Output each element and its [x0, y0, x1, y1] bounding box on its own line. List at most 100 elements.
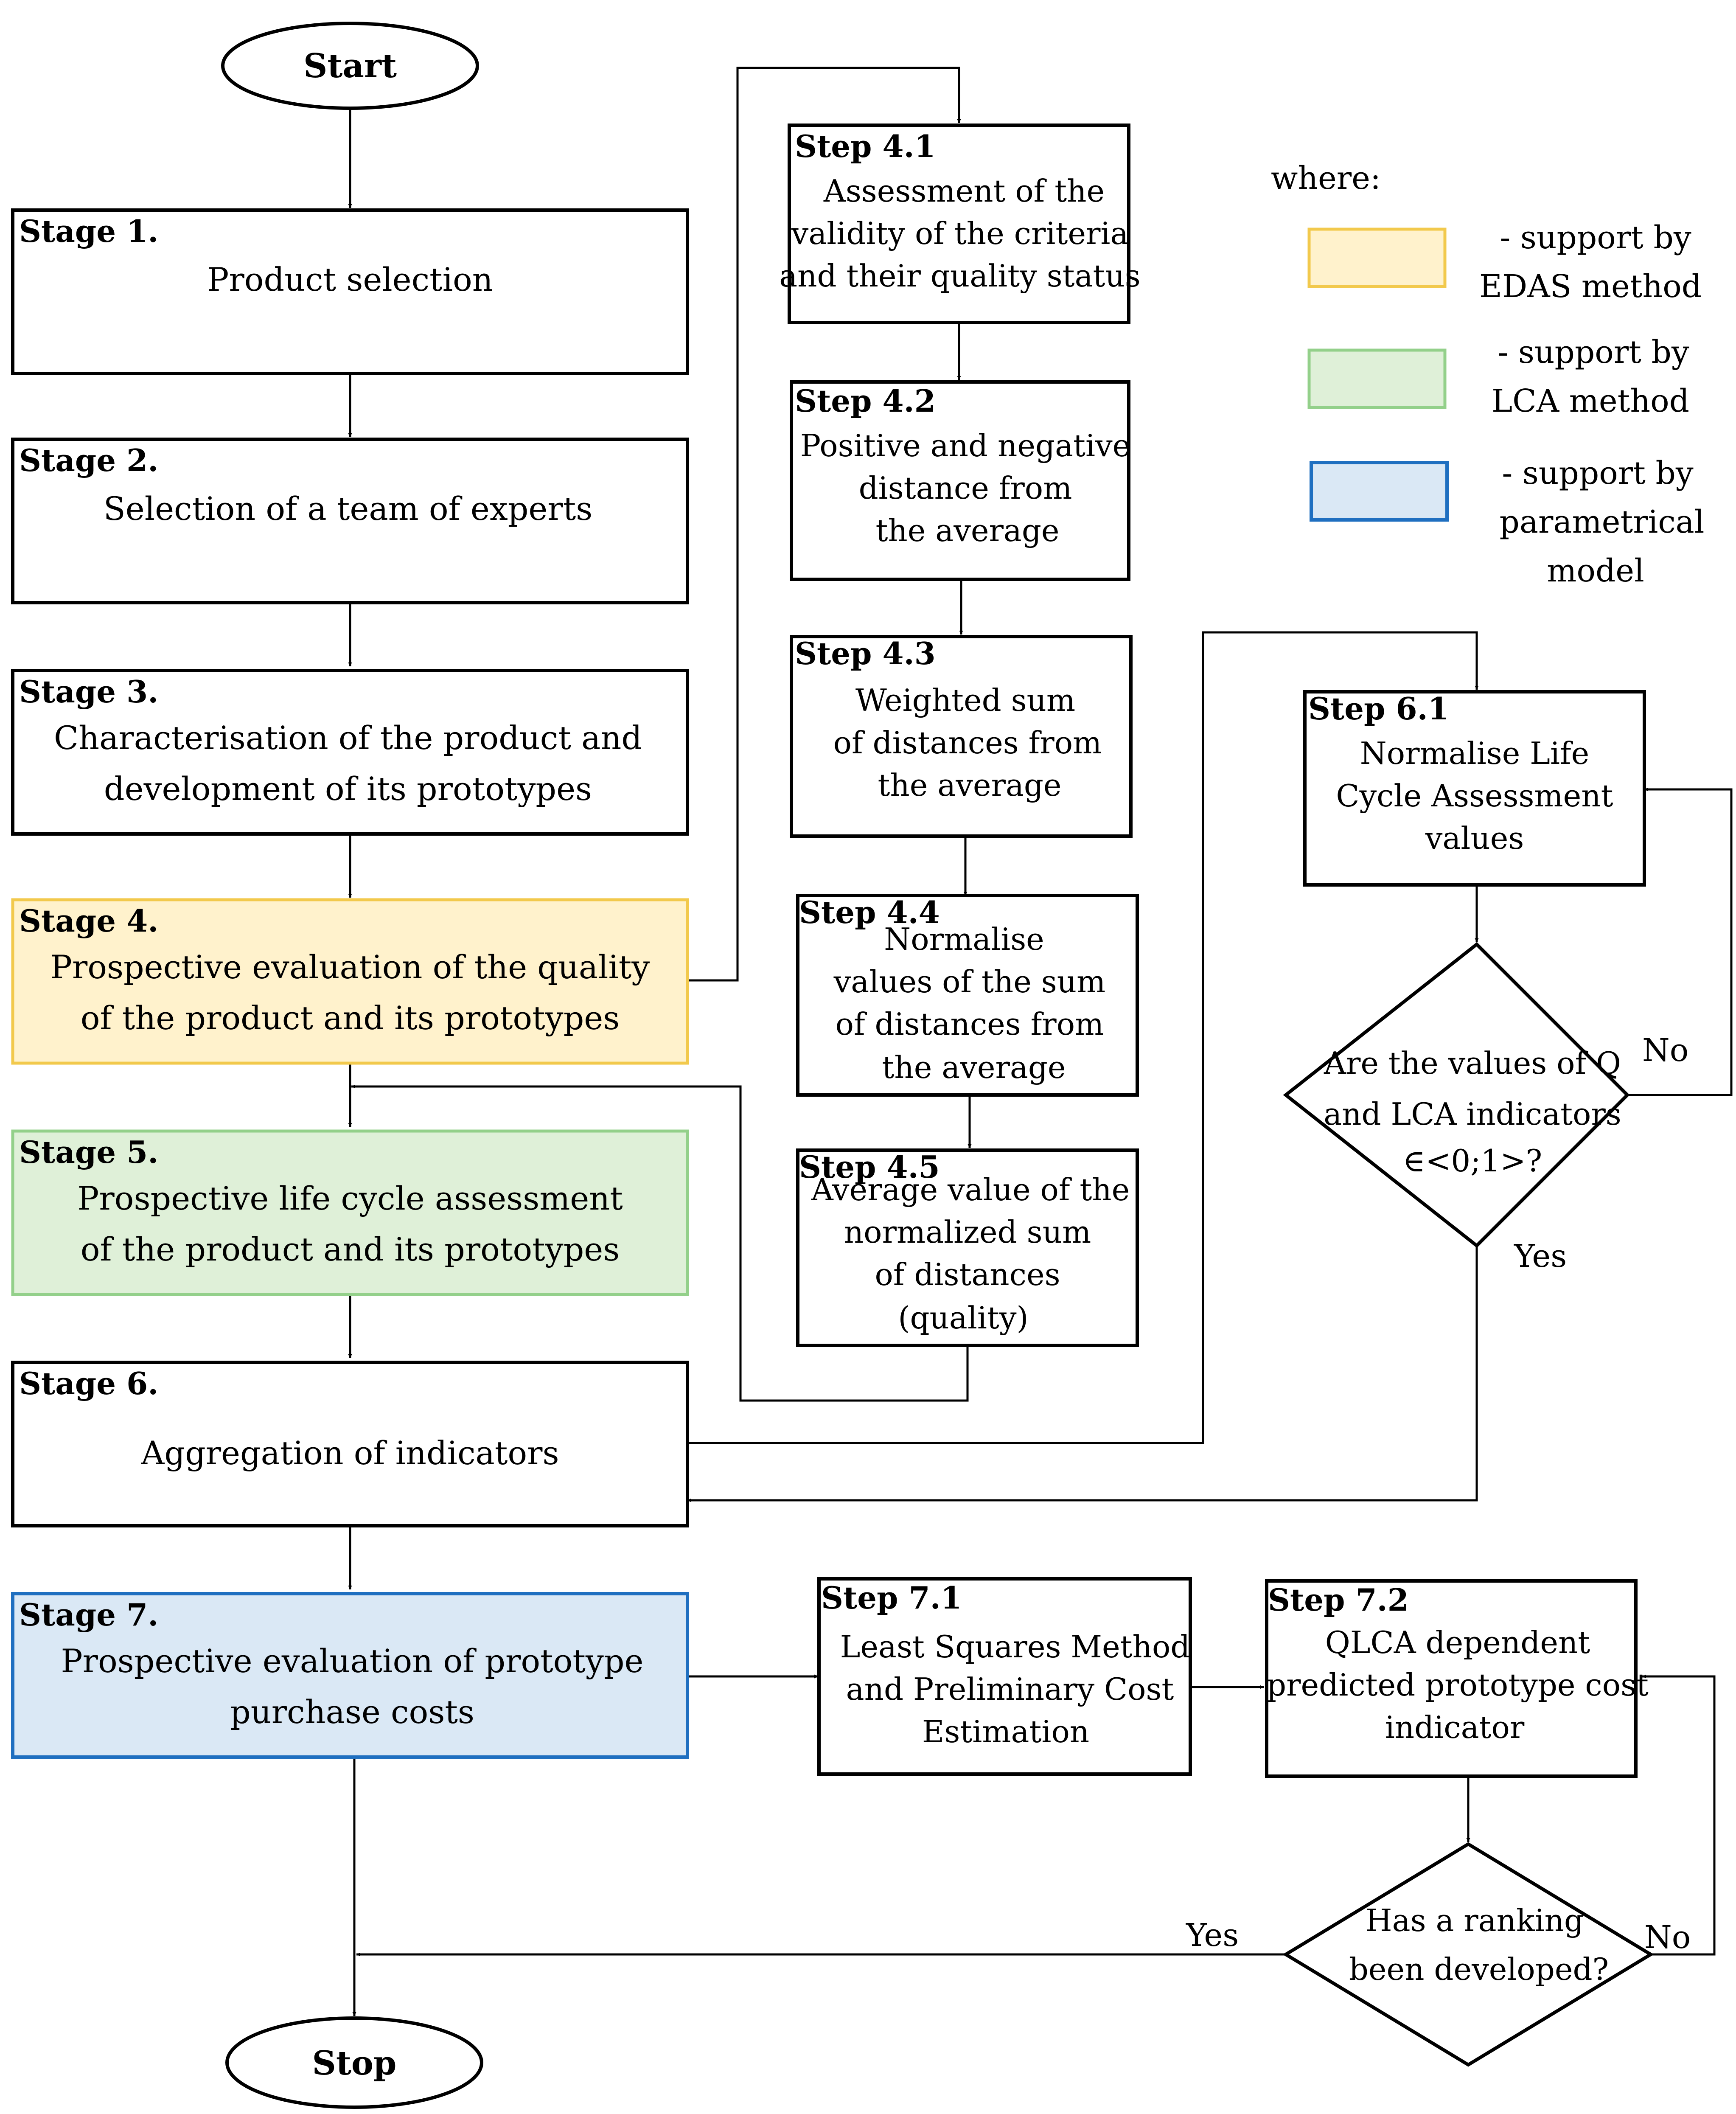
- step-4-2-title: Step 4.2: [795, 383, 936, 419]
- legend-param-line-1: - support by: [1502, 455, 1693, 491]
- step-4-4-line-3: of distances from: [836, 1006, 1104, 1042]
- arrow-decision1-no: [1627, 787, 1733, 1096]
- stage-5-text-line-2: of the product and its prototypes: [81, 1230, 620, 1268]
- legend-swatch-lca: [1307, 348, 1447, 409]
- stage-3-text-line-1: Characterisation of the product and: [54, 719, 642, 757]
- stage-7-text-line-1: Prospective evaluation of prototype: [61, 1642, 643, 1680]
- decision-values-range: Are the values of Q and LCA indicators ∈…: [1283, 942, 1630, 1248]
- legend-title: where:: [1271, 160, 1381, 197]
- start-terminal: Start: [221, 22, 479, 110]
- step-7-2-line-1: QLCA dependent: [1325, 1625, 1590, 1660]
- stage-1-text: Product selection: [207, 261, 493, 298]
- step-4-3-line-3: the average: [878, 767, 1061, 803]
- step-4-1-line-1: Assessment of the: [823, 173, 1105, 209]
- legend-edas-line-1: - support by: [1500, 219, 1691, 256]
- step-4-3-line-1: Weighted sum: [855, 682, 1075, 718]
- stage-4-text-line-1: Prospective evaluation of the quality: [50, 948, 650, 986]
- step-4-4-line-4: the average: [882, 1050, 1066, 1085]
- stage-4-title: Stage 4.: [19, 903, 158, 939]
- step-4-4-line-2: values of the sum: [833, 964, 1106, 999]
- step-4-5: Step 4.5 Average value of the normalized…: [796, 1148, 1139, 1347]
- step-7-1: Step 7.1 Least Squares Method and Prelim…: [817, 1577, 1192, 1776]
- legend-param-line-2: parametrical: [1500, 504, 1705, 540]
- step-7-1-title: Step 7.1: [821, 1580, 962, 1616]
- step-7-2-title: Step 7.2: [1268, 1582, 1409, 1618]
- stage-5: Stage 5. Prospective life cycle assessme…: [11, 1129, 689, 1296]
- stop-terminal: Stop: [225, 2016, 483, 2109]
- step-7-2-line-2: predicted prototype cost: [1267, 1667, 1649, 1703]
- stage-3: Stage 3. Characterisation of the product…: [11, 669, 689, 836]
- stop-label: Stop: [312, 2044, 397, 2083]
- step-7-1-line-1: Least Squares Method: [840, 1629, 1190, 1665]
- stage-7: Stage 7. Prospective evaluation of proto…: [11, 1592, 689, 1759]
- step-4-4: Step 4.4 Normalise values of the sum of …: [796, 894, 1139, 1097]
- step-4-1-line-3: and their quality status: [779, 258, 1141, 294]
- legend-edas-line-2: EDAS method: [1479, 268, 1702, 305]
- stage-5-title: Stage 5.: [19, 1134, 158, 1170]
- step-7-1-line-3: Estimation: [922, 1714, 1089, 1749]
- stage-6-text: Aggregation of indicators: [141, 1434, 559, 1472]
- step-4-1-line-2: validity of the criteria: [791, 216, 1129, 251]
- stage-1: Stage 1. Product selection: [11, 208, 689, 375]
- step-4-1-title: Step 4.1: [795, 128, 936, 164]
- step-4-5-line-1: Average value of the: [811, 1172, 1130, 1207]
- step-6-1-title: Step 6.1: [1308, 691, 1449, 727]
- step-4-5-line-4: (quality): [898, 1300, 1028, 1336]
- decision-1-no-label: No: [1642, 1032, 1688, 1069]
- step-6-1-line-1: Normalise Life: [1360, 736, 1590, 771]
- connectors: [348, 67, 1733, 2016]
- step-4-3-line-2: of distances from: [833, 725, 1102, 761]
- decision-1-line-1: Are the values of Q: [1324, 1045, 1621, 1081]
- legend: where: - support by EDAS method - suppor…: [1271, 160, 1704, 589]
- arrow-decision1-yes: [687, 1246, 1478, 1502]
- decision-2-line-1: Has a ranking: [1366, 1903, 1584, 1938]
- stage-2-text: Selection of a team of experts: [104, 490, 593, 528]
- stage-4: Stage 4. Prospective evaluation of the q…: [11, 898, 689, 1065]
- arrow-stage4-step41: [687, 67, 961, 982]
- start-label: Start: [303, 47, 397, 85]
- step-4-2-line-2: distance from: [859, 470, 1072, 506]
- step-4-4-line-1: Normalise: [884, 921, 1044, 957]
- step-6-1-line-3: values: [1425, 820, 1524, 856]
- decision-2-no-label: No: [1644, 1919, 1691, 1956]
- stage-2-title: Stage 2.: [19, 442, 158, 478]
- stage-3-text-line-2: development of its prototypes: [104, 770, 592, 808]
- step-4-2-line-1: Positive and negative: [800, 428, 1131, 463]
- decision-1-line-3: ∈<0;1>?: [1403, 1143, 1542, 1179]
- arrow-stage6-step61: [687, 631, 1479, 1444]
- stage-7-text-line-2: purchase costs: [230, 1693, 474, 1731]
- step-7-2-line-3: indicator: [1385, 1710, 1525, 1745]
- decision-2-yes-label: Yes: [1186, 1917, 1239, 1954]
- step-4-5-line-3: of distances: [875, 1257, 1060, 1292]
- stage-6-title: Stage 6.: [19, 1365, 158, 1401]
- step-7-1-line-2: and Preliminary Cost: [846, 1671, 1174, 1707]
- step-6-1: Step 6.1 Normalise Life Cycle Assessment…: [1303, 690, 1646, 887]
- stage-4-text-line-2: of the product and its prototypes: [81, 999, 620, 1037]
- step-4-1: Step 4.1 Assessment of the validity of t…: [779, 124, 1141, 324]
- step-4-5-title: Step 4.5: [799, 1149, 940, 1185]
- decision-1-yes-label: Yes: [1514, 1238, 1567, 1275]
- legend-lca-line-2: LCA method: [1492, 383, 1689, 419]
- legend-swatch-parametrical: [1310, 461, 1449, 522]
- stage-5-text-line-1: Prospective life cycle assessment: [77, 1179, 623, 1217]
- decision-ranking-developed: Has a ranking been developed?: [1282, 1842, 1654, 2067]
- step-4-2: Step 4.2 Positive and negative distance …: [790, 380, 1131, 581]
- step-4-3: Step 4.3 Weighted sum of distances from …: [790, 635, 1133, 838]
- step-7-2: Step 7.2 QLCA dependent predicted protot…: [1265, 1579, 1649, 1778]
- legend-param-line-3: model: [1547, 553, 1644, 589]
- step-4-3-title: Step 4.3: [795, 635, 936, 671]
- stage-1-title: Stage 1.: [19, 213, 158, 249]
- stage-7-title: Stage 7.: [19, 1597, 158, 1633]
- stage-2: Stage 2. Selection of a team of experts: [11, 438, 689, 604]
- legend-lca-line-1: - support by: [1498, 334, 1689, 371]
- step-4-2-line-3: the average: [875, 513, 1059, 548]
- arrow-step45-stage5: [351, 1084, 969, 1402]
- step-4-5-line-2: normalized sum: [844, 1214, 1091, 1250]
- stage-3-title: Stage 3.: [19, 674, 158, 710]
- step-4-4-title: Step 4.4: [799, 894, 940, 930]
- decision-2-line-2: been developed?: [1349, 1951, 1609, 1987]
- decision-1-line-2: and LCA indicators: [1324, 1096, 1621, 1132]
- arrow-decision2-no: [1642, 1674, 1716, 1956]
- stage-6: Stage 6. Aggregation of indicators: [11, 1361, 689, 1527]
